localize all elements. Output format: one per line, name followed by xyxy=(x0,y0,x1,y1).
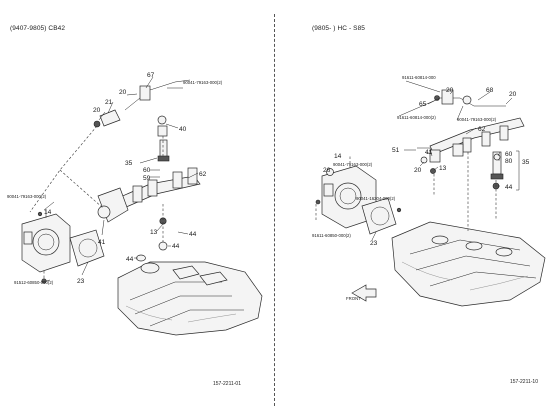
callout-23: 23 xyxy=(370,240,378,247)
fuel-rail-left xyxy=(97,139,201,223)
callout-14: 14 xyxy=(334,153,342,160)
part-number-label: 90041-79163-000(2) xyxy=(7,194,47,199)
part-number-label: 90041-16204-000(2) xyxy=(356,196,396,201)
callout-35: 35 xyxy=(522,159,530,166)
alignment-line xyxy=(29,125,98,213)
callout-20: 20 xyxy=(119,89,127,96)
callout-62: 62 xyxy=(199,171,207,178)
right-panel-title: (9805- ) HC - S85 xyxy=(312,25,365,32)
callout-20: 20 xyxy=(93,107,101,114)
callout-41: 41 xyxy=(425,149,433,156)
right-exploded-view: FRONT 65 20 68 20 62 51 20 41 13 14 26 2… xyxy=(312,75,546,307)
callout-44: 44 xyxy=(189,231,197,238)
callout-13: 13 xyxy=(439,165,447,172)
callout-68: 68 xyxy=(486,87,494,94)
callout-44: 44 xyxy=(172,243,180,250)
part-number-label: 90041-79163-000(2) xyxy=(183,80,223,85)
callout-20: 20 xyxy=(509,91,517,98)
part-number-label: 91611-60814-000 xyxy=(402,75,436,80)
callout-13: 13 xyxy=(150,229,158,236)
callout-20: 20 xyxy=(414,167,422,174)
pressure-regulator-right xyxy=(417,89,506,157)
callouts-right: 65 20 68 20 62 51 20 41 13 14 26 23 60 8… xyxy=(323,87,530,247)
leader-lines-right xyxy=(371,80,513,241)
callout-20: 20 xyxy=(446,87,454,94)
callout-26: 26 xyxy=(323,167,331,174)
callout-80: 80 xyxy=(505,158,513,165)
left-panel-title: (9407-9805) CB42 xyxy=(10,25,66,32)
callout-40: 40 xyxy=(179,126,187,133)
leader-lines-left xyxy=(43,76,199,282)
throttle-body-right xyxy=(315,165,397,235)
part-number-label: 91611-60850-000(2) xyxy=(312,233,351,238)
part-number-label: 90041-79163-000(2) xyxy=(333,162,373,167)
intake-manifold-left xyxy=(117,261,263,336)
alignment-line xyxy=(59,169,104,209)
right-footer-code: 157-2211-10 xyxy=(510,379,538,385)
callout-21: 21 xyxy=(105,99,113,106)
front-label: FRONT xyxy=(346,296,361,301)
callout-44: 44 xyxy=(505,184,513,191)
alignment-line xyxy=(315,156,351,222)
callout-59: 59 xyxy=(143,175,151,182)
callout-62: 62 xyxy=(478,126,486,133)
intake-manifold-right xyxy=(391,221,546,307)
pressure-regulator-left xyxy=(93,79,191,137)
part-number-label: 90041-79163-000(2) xyxy=(457,117,497,122)
fuel-rail-right xyxy=(429,117,525,180)
callout-60: 60 xyxy=(143,167,151,174)
callout-14: 14 xyxy=(44,209,52,216)
callout-51: 51 xyxy=(392,147,400,154)
bracket-35 xyxy=(516,150,520,191)
part-number-label: 91512-60850-000(2) xyxy=(14,280,54,285)
callout-41: 41 xyxy=(98,239,106,246)
callout-67: 67 xyxy=(147,72,155,79)
front-arrow: FRONT xyxy=(346,284,377,302)
panel-divider xyxy=(274,14,275,406)
part-numbers-left: 90041-79163-000(2) 90041-79163-000(2) 91… xyxy=(7,80,223,285)
callout-65: 65 xyxy=(419,101,427,108)
part-number-label: 91611-60814-000(2) xyxy=(397,115,436,120)
throttle-body-left xyxy=(21,211,105,273)
callout-44: 44 xyxy=(126,256,134,263)
alignment-line xyxy=(467,152,497,232)
callout-23: 23 xyxy=(77,278,85,285)
small-parts-right xyxy=(396,153,501,213)
callout-35: 35 xyxy=(125,160,133,167)
callout-60: 60 xyxy=(505,151,513,158)
part-numbers-right: 91611-60814-000 91611-60814-000(2) 90041… xyxy=(312,75,497,238)
callouts-left: 67 20 21 20 40 35 60 59 62 14 41 13 44 4… xyxy=(44,72,207,285)
left-exploded-view: 67 20 21 20 40 35 60 59 62 14 41 13 44 4… xyxy=(7,72,263,336)
left-footer-code: 157-2211-01 xyxy=(213,381,241,387)
